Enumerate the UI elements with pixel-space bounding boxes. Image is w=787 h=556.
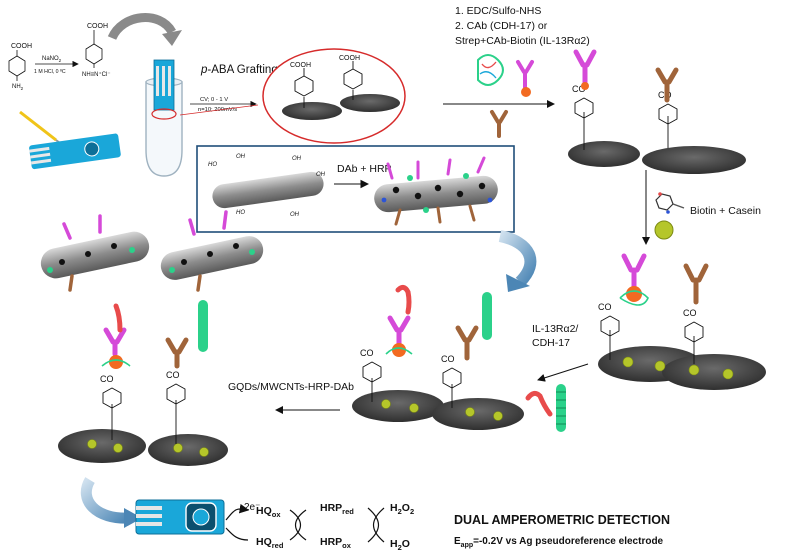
hq-red-label: HQred [256,536,284,550]
diazonium-label: NH≡N⁺Cl⁻ [82,71,111,78]
pipette-icon [19,110,65,147]
svg-text:OH: OH [316,172,326,178]
svg-text:OH: OH [236,154,246,160]
hrp-red-label: HRPred [320,502,354,516]
circle-cooh-b: COOH [339,55,360,62]
electrode-capture-ab: CO CO [568,49,746,174]
nh2-label: NH2 [12,84,24,91]
cooh-right-label: COOH [87,23,108,30]
sensor-curved-arrowhead [124,508,142,528]
cooh-left-label: COOH [11,43,32,50]
target-step-arrow [537,363,589,382]
h2o-label: H2O [390,538,410,552]
reagent-nano2-label: NaNO2 [42,56,62,63]
benzoic-acid-amine: COOH NH2 [8,43,32,91]
cross-arc-2a [367,507,380,543]
dab-hrp-label: DAb + HRP [337,163,392,175]
co-label-d: CO [683,308,697,318]
box-curved-arrowhead [506,274,530,292]
capture-step-line1: 1. EDC/Sulfo-NHS [455,5,541,17]
reagent-hcl-label: 1 M HCl, 0 ºC [34,69,66,75]
target-step-line2: CDH-17 [532,337,570,349]
grafting-vial [145,59,183,177]
detection-step-label: GQDs/MWCNTs-HRP-DAb [228,381,354,393]
co-label-e: CO [360,348,374,358]
casein-icon [654,220,674,240]
biotin-molecule-icon [655,192,685,214]
co-label-f: CO [441,354,455,364]
sensor-curved-arrow [80,477,131,524]
svg-text:HO: HO [208,162,217,168]
co-label-h: CO [166,370,180,380]
electrode-with-targets: CO CO [352,284,524,430]
electron-arrow-bottom [225,527,249,541]
target-step-line1: IL-13Rα2/ [532,323,578,335]
electrode-full-sandwich: CO CO [40,210,264,466]
cross-arc-1a [289,509,302,541]
nanotube-conjugate [374,156,498,226]
box-curved-arrow [498,230,537,287]
target-proteins-icons [525,384,566,432]
h2o2-label: H2O2 [390,502,414,516]
capture-step-line2: 2. CAb (CDH-17) or [455,20,548,32]
electron-label: 2e⁻ [244,502,260,513]
capture-reagents-icons [477,54,534,138]
carbon-nanotube-carboxylated: HO OH OH OH HO OH [208,154,326,218]
hrp-ox-label: HRPox [320,536,352,550]
blocking-label: Biotin + Casein [690,205,761,217]
co-label-a: CO [572,84,586,94]
detection-subtitle: Eapp=-0.2V vs Ag pseudoreference electro… [454,536,664,549]
svg-text:OH: OH [292,156,302,162]
detection-title: DUAL AMPEROMETRIC DETECTION [454,513,670,527]
grafting-label: p-ABA Grafting [200,64,278,76]
nanotube-conjugate-box: HO OH OH OH HO OH DAb + HRP [196,145,515,233]
diazonium-salt: COOH NH≡N⁺Cl⁻ [82,23,111,78]
capture-step-line3: Strep+CAb-Biotin (IL-13Rα2) [455,35,590,47]
screen-printed-electrode-strip [29,133,121,170]
electron-arrow-top [225,503,250,521]
co-label-g: CO [100,374,114,384]
cross-arc-1b [294,509,307,541]
cross-arc-2b [372,507,385,543]
grafted-surface-zoom: COOH COOH [262,48,406,144]
grafting-curved-arrowhead [162,30,182,46]
zoom-line [179,104,259,116]
hq-ox-label: HQox [256,505,281,519]
svg-text:OH: OH [290,212,300,218]
screen-printed-electrode [135,499,225,535]
electrode-blocked: CO CO [598,253,766,390]
redox-cycle: 2e⁻ HQox HQred HRPred HRPox H2O2 H2O [225,502,414,552]
circle-cooh-a: COOH [290,62,311,69]
cv-params-line1: CV; 0 - 1 V [200,97,228,103]
co-label-c: CO [598,302,612,312]
grafting-curved-arrow [107,13,176,41]
svg-text:HO: HO [236,210,245,216]
